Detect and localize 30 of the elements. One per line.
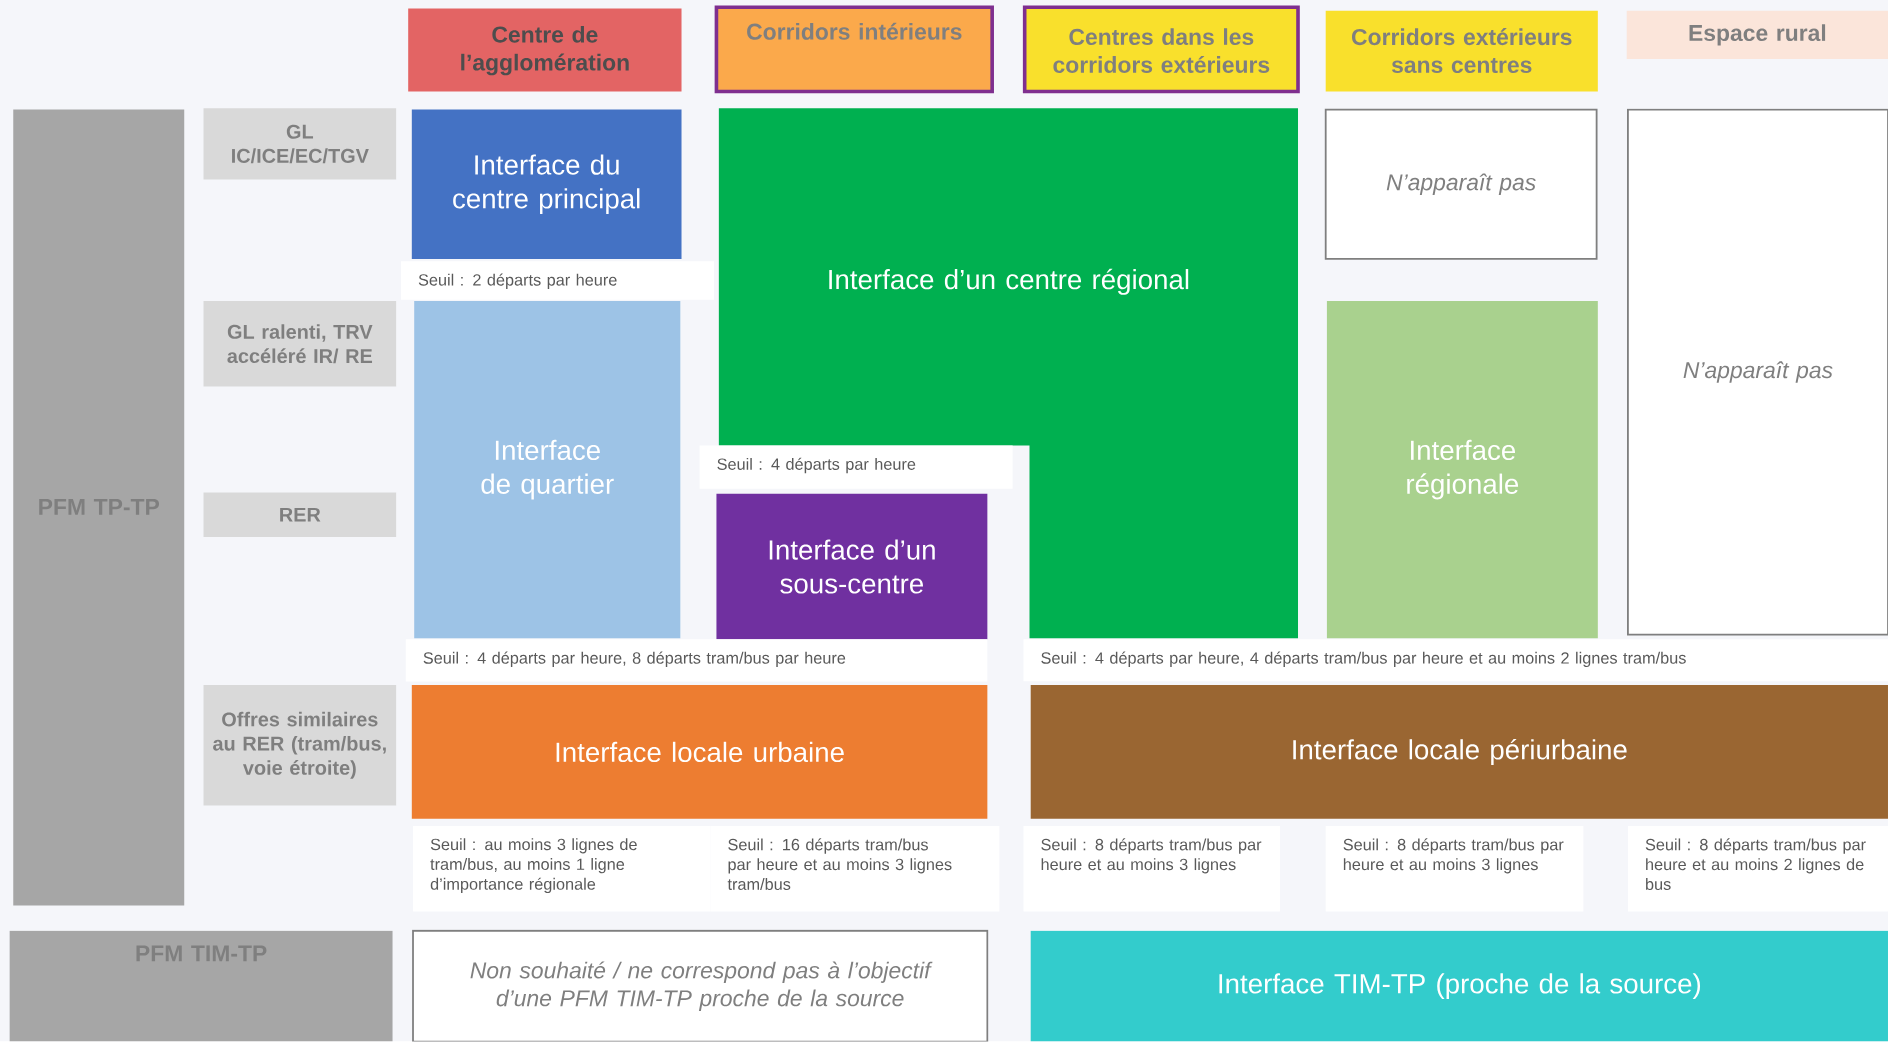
interface-box: Interface régionale <box>1326 301 1598 639</box>
interface-box: Interface locale périurbaine <box>1030 685 1888 819</box>
threshold-box: Seuil : au moins 3 lignes de tram/bus, au moins 1 ligne d’importance régionale <box>413 826 711 912</box>
interface-box: Interface d’un sous-centre <box>716 493 988 640</box>
interface-box: Interface de quartier <box>414 301 681 639</box>
header-box: Corridors extérieurs sans centres <box>1325 11 1598 92</box>
category-box: GL IC/ICE/EC/TGV <box>203 108 397 180</box>
threshold-box: Seuil : 16 départs tram/bus par heure et au moins 3 lignes tram/bus <box>710 826 1000 912</box>
header-box: Centres dans les corridors extérieurs <box>1022 5 1300 94</box>
header-box: Corridors intérieurs <box>714 5 994 94</box>
threshold-box: Seuil : 2 départs par heure <box>400 261 715 301</box>
header-box: Espace rural <box>1626 11 1888 60</box>
threshold-box: Seuil : 4 départs par heure, 8 départs tram/bus par heure <box>405 639 988 682</box>
note-box: N’apparaît pas <box>1324 108 1598 260</box>
category-box: Offres similaires au RER (tram/bus, voie étroite) <box>203 685 397 806</box>
interface-box: Interface TIM-TP (proche de la source) <box>1030 931 1888 1042</box>
node-label: Seuil : au moins 3 lignes de tram/bus, au moins 1 ligne d’importance régionale <box>430 838 637 894</box>
threshold-box: Seuil : 4 départs par heure, 4 départs tram/bus par heure et au moins 2 lignes tram/bus <box>1023 639 1888 682</box>
threshold-box: Seuil : 8 départs tram/bus par heure et au moins 3 lignes <box>1325 826 1584 912</box>
category-box: RER <box>203 492 397 538</box>
note-box: Non souhaité / ne correspond pas à l’objectif d’une PFM TIM-TP proche de la source <box>412 930 989 1042</box>
interface-box: Interface locale urbaine <box>411 685 988 819</box>
note-box: N’apparaît pas <box>1627 108 1888 636</box>
threshold-box: Seuil : 4 départs par heure <box>699 445 1013 490</box>
threshold-box: Seuil : 8 départs tram/bus par heure et au moins 2 lignes de bus <box>1627 826 1888 912</box>
category-box: GL ralenti, TRV accéléré IR/ RE <box>203 301 397 387</box>
header-box: Centre de l’agglomération <box>408 8 682 92</box>
interface-box: Interface du centre principal <box>411 109 682 260</box>
node-label: Seuil : 16 départs tram/bus par heure et au moins 3 lignes tram/bus <box>727 838 952 891</box>
threshold-box: Seuil : 8 départs tram/bus par heure et au moins 3 lignes <box>1023 826 1280 912</box>
